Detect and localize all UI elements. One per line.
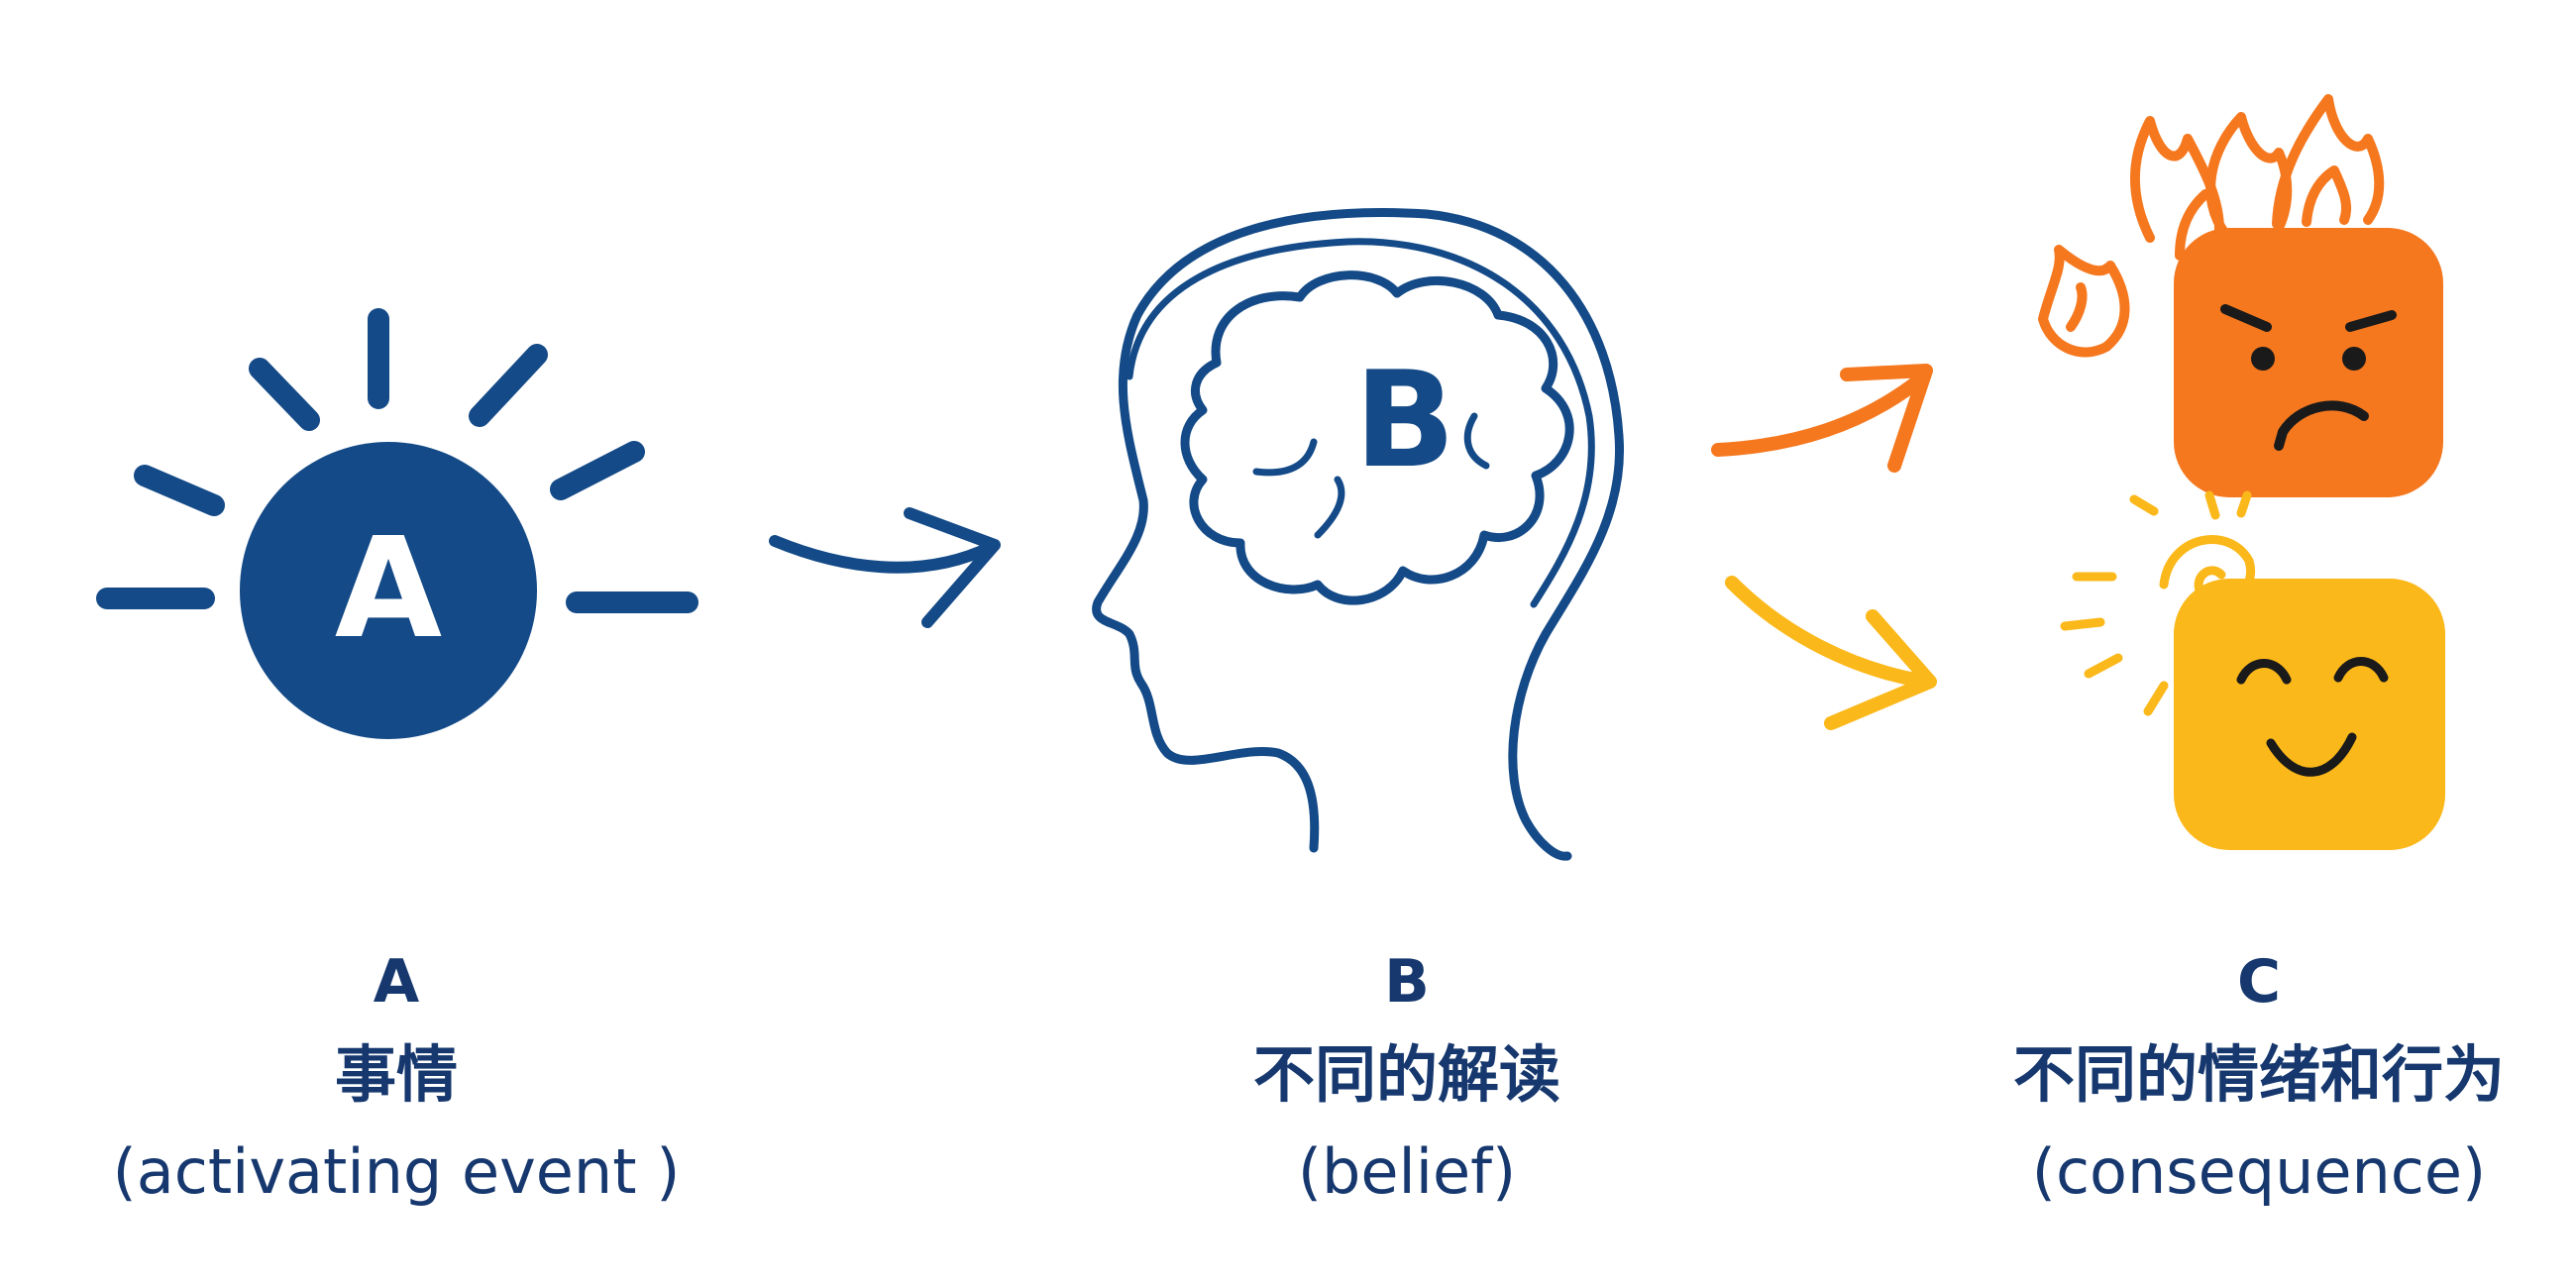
flame-left: [2038, 245, 2130, 358]
flame-3-inner: [2302, 165, 2352, 227]
arrow-b-to-angry: [1711, 364, 1933, 473]
arrow-b-to-happy: [1725, 576, 1937, 730]
sparkle-ray-3: [2060, 617, 2105, 631]
happy-face-features: [2236, 657, 2389, 777]
sparkle-ray-7: [2236, 490, 2252, 518]
sun-ray-top-right: [469, 344, 548, 427]
caption-activating-event: A 事情 (activating event ): [20, 946, 773, 1220]
angry-face-features: [2220, 304, 2397, 451]
sun-ray-left: [134, 465, 225, 516]
caption-c-english: (consequence): [2031, 1135, 2487, 1208]
angry-left-brow: [2220, 304, 2272, 332]
flames: [2038, 94, 2385, 358]
arrow-a-to-b-shaft: [769, 535, 997, 574]
caption-a-letter: A: [373, 947, 420, 1017]
flame-1-inner: [2175, 189, 2210, 261]
arrow-b-to-happy-head: [1824, 609, 1937, 730]
happy-face-square: [2174, 579, 2445, 850]
head-outline: [1092, 208, 1625, 861]
head-inner-line: [1126, 238, 1595, 608]
angry-mouth: [2278, 400, 2369, 437]
angry-left-eye: [2251, 347, 2275, 371]
caption-b-english: (belief): [1297, 1135, 1517, 1208]
arrow-b-to-angry-head: [1840, 364, 1933, 473]
angry-right-brow: [2345, 310, 2397, 332]
caption-c-letter: C: [2236, 947, 2282, 1017]
head-brain-icon: B: [1092, 208, 1625, 861]
brain-fold-3: [1463, 412, 1490, 470]
happy-right-eye: [2333, 657, 2389, 683]
caption-b-letter: B: [1384, 947, 1430, 1017]
arrow-b-to-happy-shaft: [1725, 576, 1933, 689]
event-circle: [240, 442, 537, 739]
brain-letter: B: [1354, 343, 1455, 497]
sun-ray-top-left: [249, 358, 320, 431]
caption-a-english: (activating event ): [112, 1135, 681, 1208]
caption-c-chinese: 不同的情绪和行为: [2012, 1038, 2505, 1111]
brain-fold-2: [1314, 476, 1345, 539]
happy-face-icon: [2060, 490, 2445, 850]
flame-3: [2272, 94, 2385, 229]
sparkle-rays: [2060, 490, 2256, 716]
caption-a-chinese: 事情: [334, 1038, 458, 1111]
caption-consequence: C 不同的情绪和行为 (consequence): [1882, 946, 2576, 1220]
happy-left-eye: [2236, 659, 2292, 685]
sun-ray-right: [550, 441, 645, 500]
angry-face-square: [2174, 228, 2443, 497]
sun-icon: A: [96, 308, 698, 739]
sparkle-ray-5: [2143, 681, 2169, 716]
sparkle-ray-1: [2129, 494, 2159, 516]
angry-right-eye: [2342, 347, 2366, 371]
flame-left-inner: [2066, 282, 2088, 332]
sparkle-ray-4: [2084, 653, 2123, 679]
caption-b-chinese: 不同的解读: [1252, 1038, 1560, 1111]
arrow-a-to-b-head: [904, 507, 1001, 628]
arrow-b-to-angry-shaft: [1711, 370, 1931, 457]
event-circle-letter: A: [335, 508, 442, 670]
brain-outline: [1180, 270, 1574, 605]
angry-mouth-tick: [2274, 427, 2288, 451]
caption-belief: B 不同的解读 (belief): [1030, 946, 1783, 1220]
sparkle-ray-6: [2204, 490, 2220, 520]
happy-mouth: [2266, 732, 2357, 777]
sun-rays: [96, 308, 698, 613]
angry-face-icon: [2038, 94, 2443, 497]
arrow-a-to-b: [769, 507, 1001, 628]
brain-fold-1: [1252, 438, 1318, 477]
